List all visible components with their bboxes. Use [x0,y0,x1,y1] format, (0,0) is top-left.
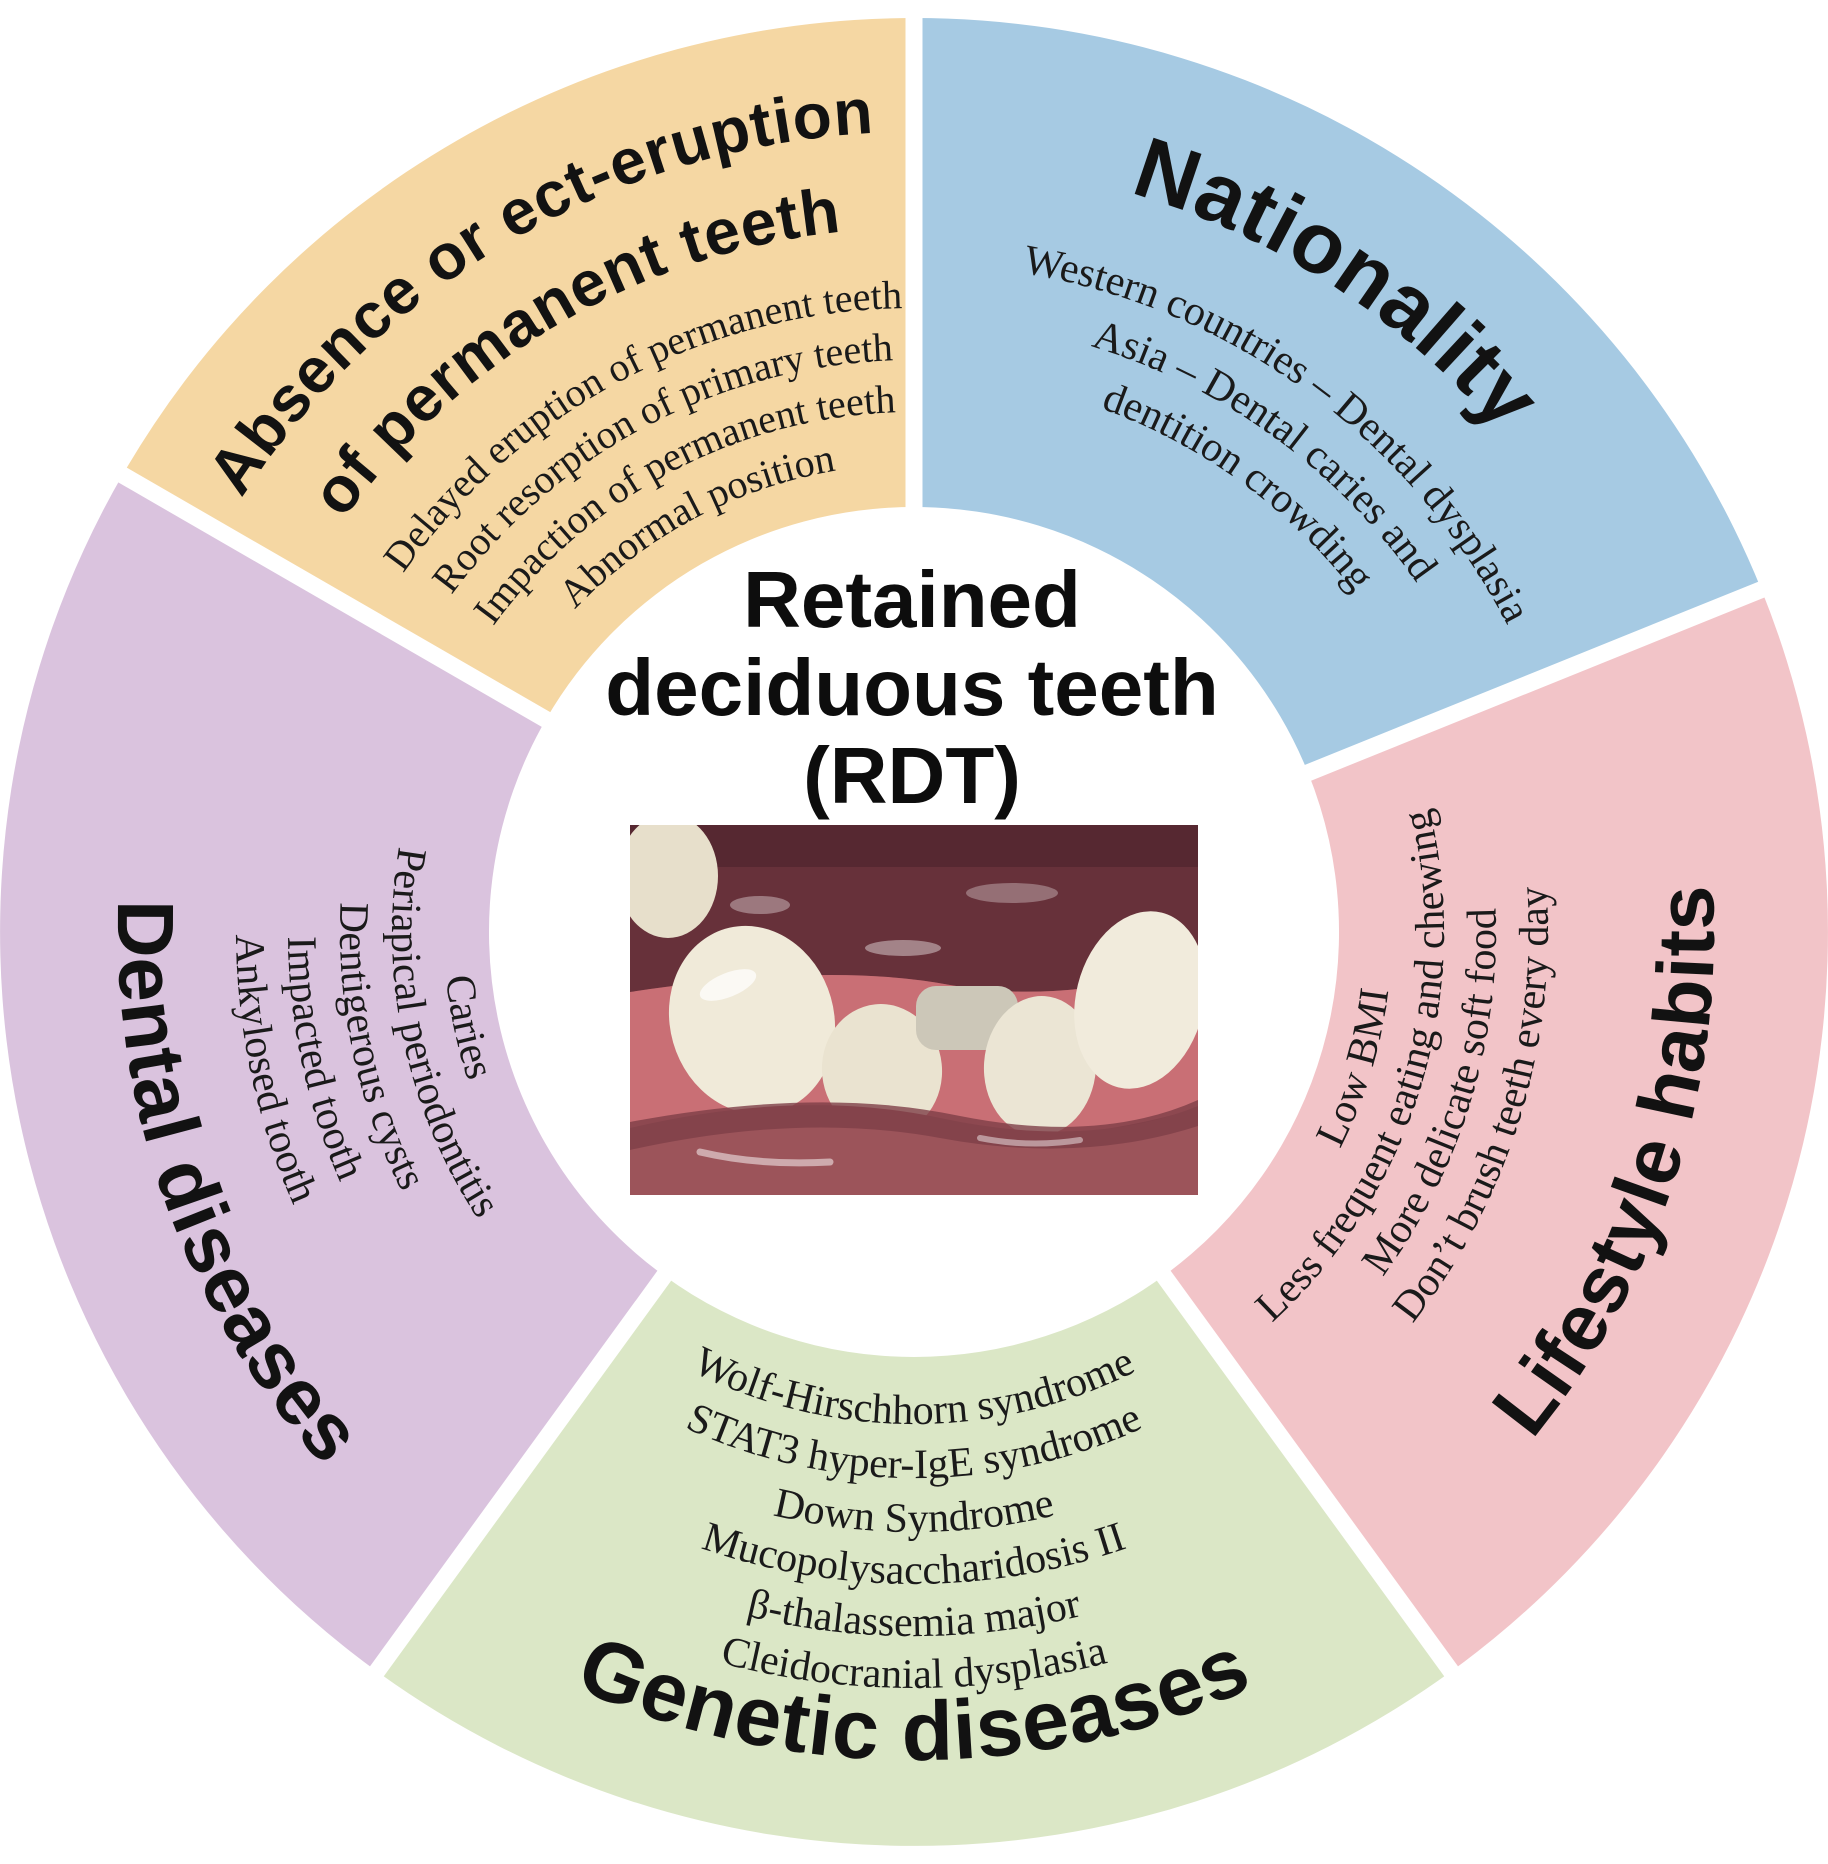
photo-glint [865,940,941,956]
center-title-line1: Retained [743,555,1081,644]
tooth [1074,911,1198,1089]
segment-genetic-diseases [376,1275,1452,1846]
center-title-line2: deciduous teeth [605,643,1218,732]
segment-absence-eruption [122,18,914,720]
segment-nationality [914,18,1762,773]
center-title: Retained deciduous teeth (RDT) [605,555,1218,820]
photo-glint [966,883,1058,903]
segment-lifestyle-habits [1163,589,1828,1672]
segment-dental-diseases [0,475,665,1672]
photo-glint [730,896,790,914]
center-title-line3: (RDT) [803,731,1021,820]
tooth [983,996,1097,1136]
tooth [668,925,836,1115]
intraoral-photo [630,825,1198,1195]
tooth [630,825,718,938]
